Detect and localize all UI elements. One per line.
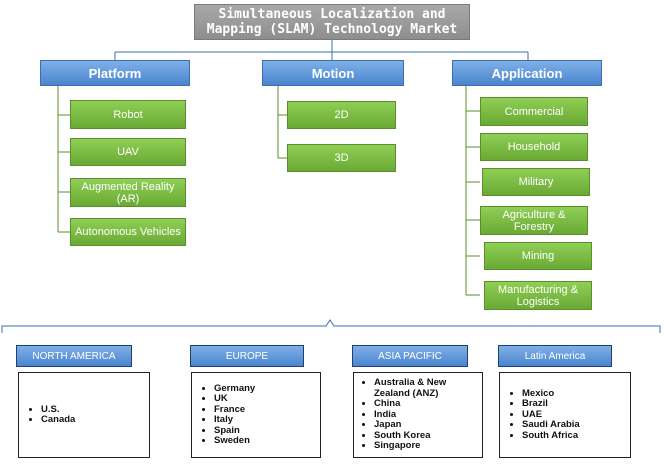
application-item-military: Military (482, 168, 590, 196)
motion-item-3d: 3D (287, 144, 396, 172)
motion-item-2d: 2D (287, 101, 396, 129)
platform-item-ar: Augmented Reality (AR) (70, 178, 186, 207)
country-item: Mexico (522, 388, 580, 400)
region-brace (1, 319, 661, 333)
region-header-north-america: NORTH AMERICA (16, 345, 132, 367)
application-item-commercial: Commercial (480, 97, 588, 126)
region-header-latin-america: Latin America (498, 345, 612, 367)
country-item: France (214, 404, 255, 416)
region-box-europe: Germany UK France Italy Spain Sweden (191, 372, 321, 458)
root-title-line1: Simultaneous Localization and (218, 7, 446, 22)
region-box-asia-pacific: Australia & New Zealand (ANZ) China Indi… (353, 372, 483, 458)
region-list-asia-pacific: Australia & New Zealand (ANZ) China Indi… (354, 378, 460, 452)
platform-category: Platform (40, 60, 190, 86)
application-item-agriculture-forestry: Agriculture & Forestry (480, 206, 588, 235)
application-item-manufacturing-logistics: Manufacturing & Logistics (484, 281, 592, 310)
region-list-north-america: U.S. Canada (19, 404, 75, 426)
country-item: China (374, 399, 460, 410)
country-item: Germany (214, 383, 255, 395)
country-item: UAE (522, 409, 580, 421)
root-title-box: Simultaneous Localization and Mapping (S… (194, 4, 470, 40)
platform-item-autonomous-vehicles: Autonomous Vehicles (70, 218, 186, 246)
region-list-europe: Germany UK France Italy Spain Sweden (192, 383, 255, 447)
platform-item-robot: Robot (70, 100, 186, 129)
country-item: Japan (374, 420, 460, 431)
country-item: South Korea (374, 430, 460, 442)
region-box-north-america: U.S. Canada (18, 372, 150, 458)
country-item: UK (214, 393, 255, 405)
root-title-line2: Mapping (SLAM) Technology Market (206, 22, 458, 37)
country-item: Singapore (374, 441, 460, 452)
country-item: South Africa (522, 430, 580, 442)
country-item: Brazil (522, 399, 580, 410)
region-box-latin-america: Mexico Brazil UAE Saudi Arabia South Afr… (499, 372, 631, 458)
region-header-europe: EUROPE (190, 345, 304, 367)
motion-category: Motion (262, 60, 404, 86)
application-item-mining: Mining (484, 242, 592, 270)
region-header-asia-pacific: ASIA PACIFIC (352, 345, 468, 367)
country-item: Australia & New Zealand (ANZ) (374, 378, 460, 399)
country-item: Sweden (214, 435, 255, 447)
application-item-household: Household (480, 133, 588, 161)
application-category: Application (452, 60, 602, 86)
country-item: Saudi Arabia (522, 420, 580, 431)
platform-item-uav: UAV (70, 138, 186, 166)
country-item: Italy (214, 414, 255, 426)
country-item: Canada (41, 414, 75, 426)
country-item: India (374, 409, 460, 421)
country-item: U.S. (41, 404, 75, 416)
country-item: Spain (214, 425, 255, 437)
region-list-latin-america: Mexico Brazil UAE Saudi Arabia South Afr… (500, 388, 580, 442)
